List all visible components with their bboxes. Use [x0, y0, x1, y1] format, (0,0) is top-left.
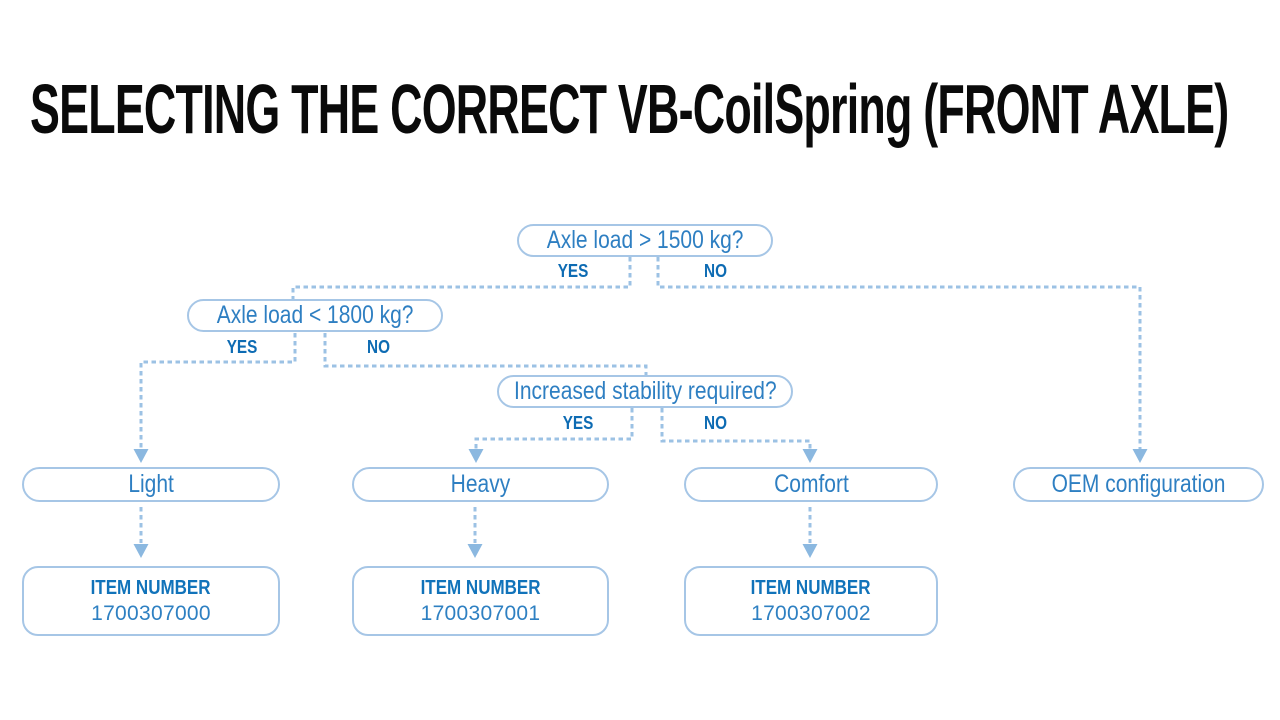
- arrowhead-light-item: [133, 544, 149, 558]
- item-number-value: 1700307002: [751, 602, 871, 625]
- outcome-label: Heavy: [450, 470, 511, 498]
- arrowhead-comfort-item: [802, 544, 818, 558]
- branch-label-yes: YES: [562, 413, 594, 433]
- decision-node-axle-load-1500: Axle load > 1500 kg?: [517, 224, 773, 257]
- item-number-header: ITEM NUMBER: [420, 577, 541, 599]
- item-number-value: 1700307001: [420, 602, 541, 625]
- outcome-label: OEM configuration: [1051, 470, 1226, 498]
- branch-label-no: NO: [366, 337, 390, 357]
- outcome-node-comfort: Comfort: [684, 467, 938, 502]
- arrowhead-heavy: [468, 449, 484, 463]
- outcome-node-oem-configuration: OEM configuration: [1013, 467, 1264, 502]
- item-number-box-heavy: ITEM NUMBER 1700307001: [352, 566, 609, 636]
- branch-label-no: NO: [703, 413, 727, 433]
- outcome-node-heavy: Heavy: [352, 467, 609, 502]
- item-number-header: ITEM NUMBER: [91, 577, 211, 599]
- decision-label: Increased stability required?: [513, 377, 777, 405]
- item-number-value: 1700307000: [91, 602, 211, 625]
- outcome-label: Comfort: [773, 470, 849, 498]
- decision-node-stability: Increased stability required?: [497, 375, 793, 408]
- arrowhead-comfort: [802, 449, 818, 463]
- arrowhead-heavy-item: [467, 544, 483, 558]
- decision-label: Axle load > 1500 kg?: [546, 226, 744, 254]
- branch-label-yes: YES: [557, 261, 589, 281]
- decision-label: Axle load < 1800 kg?: [216, 301, 414, 329]
- outcome-label: Light: [128, 470, 174, 498]
- item-number-box-comfort: ITEM NUMBER 1700307002: [684, 566, 938, 636]
- branch-label-no: NO: [703, 261, 727, 281]
- outcome-node-light: Light: [22, 467, 280, 502]
- branch-label-yes: YES: [226, 337, 258, 357]
- arrowhead-oem: [1132, 449, 1148, 463]
- item-number-box-light: ITEM NUMBER 1700307000: [22, 566, 280, 636]
- decision-node-axle-load-1800: Axle load < 1800 kg?: [187, 299, 443, 332]
- page-title: SELECTING THE CORRECT VB-CoilSpring (FRO…: [30, 70, 1229, 148]
- item-number-header: ITEM NUMBER: [751, 577, 871, 599]
- arrowhead-light: [133, 449, 149, 463]
